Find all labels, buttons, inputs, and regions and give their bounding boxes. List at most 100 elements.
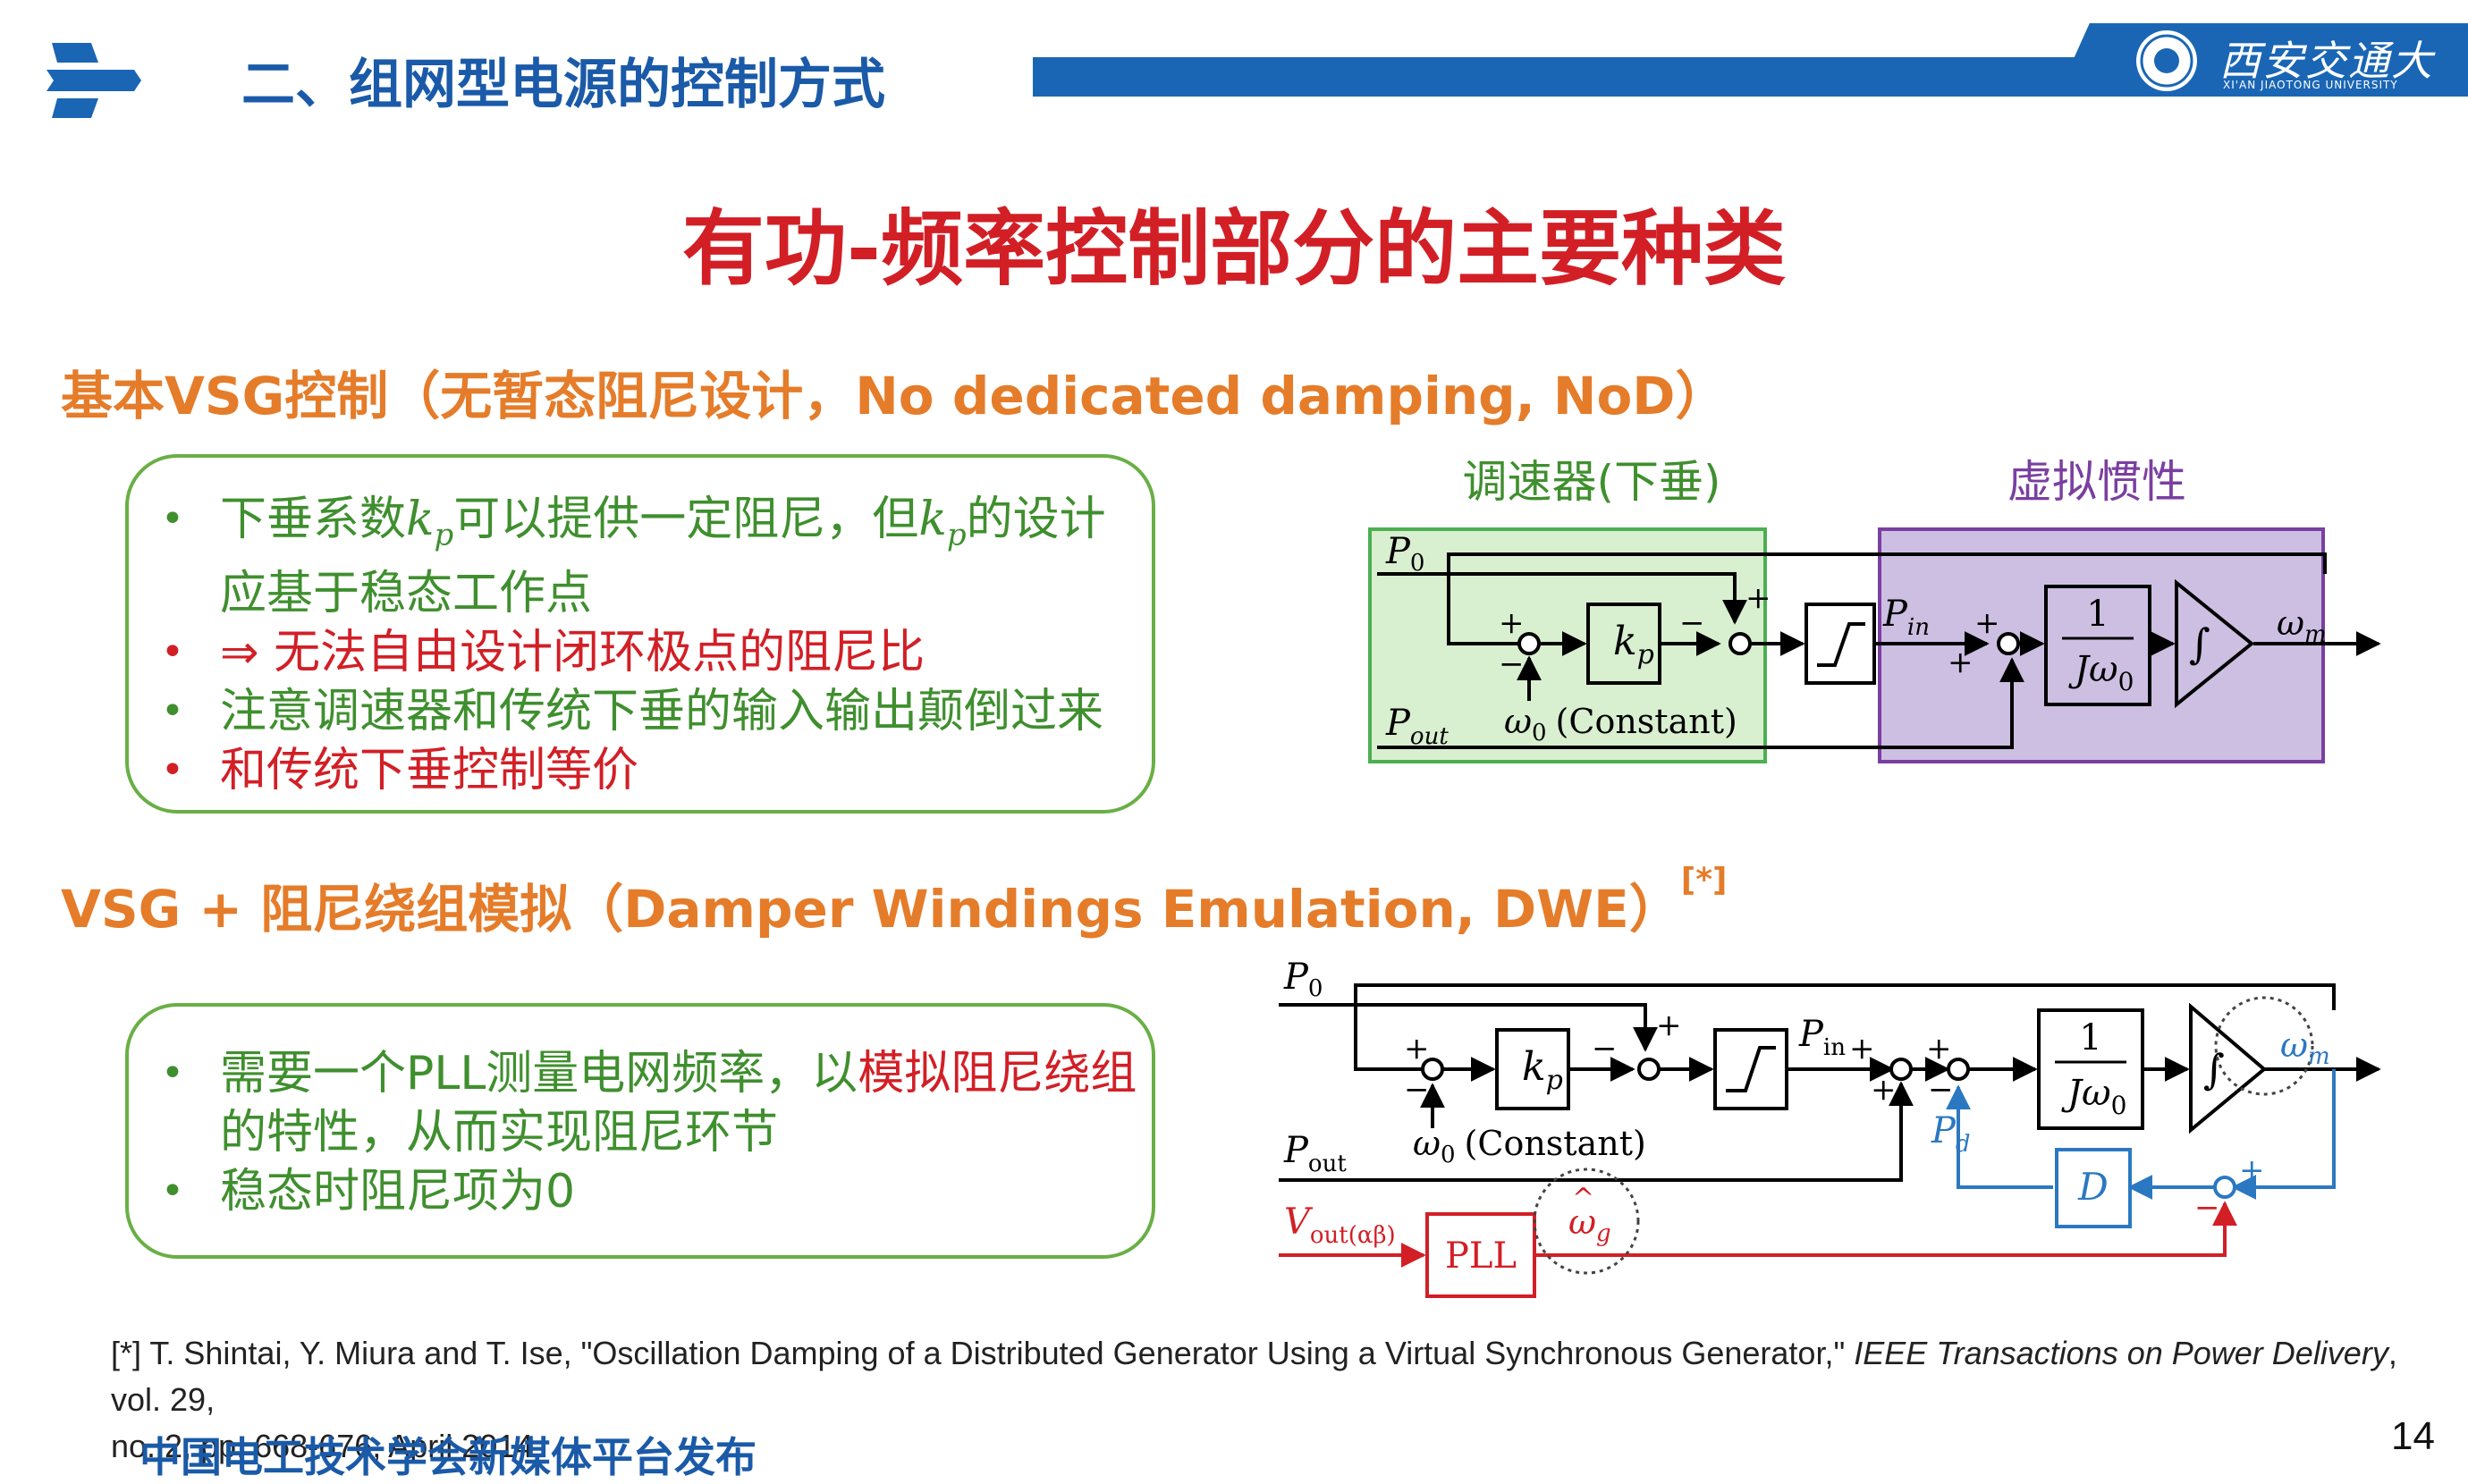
omega-g-highlight: [1533, 1168, 1640, 1275]
sum-junction-3: [1997, 632, 2020, 655]
reference-citation: [*] T. Shintai, Y. Miura and T. Ise, "Os…: [111, 1330, 2400, 1470]
vout-label: Vout(αβ): [1284, 1202, 1396, 1249]
sum-junction-2: [1637, 1058, 1661, 1081]
wire-pout: [1279, 1081, 1914, 1182]
pout-label: Pout: [1385, 703, 1449, 750]
sum-junction-3: [1889, 1058, 1913, 1081]
kp-block-label: kp: [1613, 619, 1654, 670]
sign-minus: −: [1679, 605, 1705, 641]
sum-junction-4: [1947, 1058, 1970, 1081]
integrator-block: [2189, 1002, 2268, 1134]
sum-junction-1: [1517, 632, 1541, 655]
bullet-item: 下垂系数kp可以提供一定阻尼，但kp的设计 应基于稳态工作点: [129, 490, 1152, 623]
d-block: [2055, 1148, 2132, 1228]
main-title: 有功-频率控制部分的主要种类: [681, 201, 1787, 297]
omega0-label: ω0(Constant): [1413, 1124, 1646, 1168]
integrator-symbol: ∫: [2189, 620, 2210, 668]
sum-junction-2: [1728, 632, 1752, 655]
footer-publisher: 中国电工技术学会新媒体平台发布: [139, 1433, 756, 1481]
reference-text: , vol. 29,: [111, 1335, 2397, 1418]
wire-p0: [1377, 552, 2327, 576]
sign-minus: −: [1499, 646, 1525, 682]
pll-block: [1425, 1212, 1536, 1298]
section2-title: VSG + 阻尼绕组模拟（Damper Windings Emulation, …: [61, 862, 1728, 942]
wire-omega-m-feedback: [2231, 1069, 2336, 1200]
section1-title: 基本VSG控制（无暂态阻尼设计，No dedicated damping, No…: [61, 366, 1728, 426]
wire-d-sum4: [1946, 1084, 2053, 1189]
reference-mark: [*]: [1680, 862, 1728, 898]
integrator-block: [2175, 578, 2255, 709]
bullet-text: 可以提供一定阻尼，但: [453, 493, 919, 546]
university-logo: [2126, 27, 2207, 95]
bullet-text: ⇒ 无法自由设计闭环极点的阻尼比: [220, 626, 926, 680]
pll-block-label: PLL: [1445, 1235, 1517, 1277]
p0-label: P0: [1283, 957, 1323, 1002]
section1-bullet-list: 下垂系数kp可以提供一定阻尼，但kp的设计 应基于稳态工作点 ⇒ 无法自由设计闭…: [129, 490, 1152, 800]
tf-numerator: 1: [2079, 1017, 2101, 1058]
sign-plus: +: [1849, 1031, 1875, 1067]
kp-block: [1495, 1028, 1570, 1110]
university-name-cn: 西安交通大学: [2219, 37, 2434, 144]
inertia-label: 虚拟惯性: [2007, 456, 2186, 508]
wire-p0-down: [1354, 1005, 1424, 1071]
bullet-item: 和传统下垂控制等价: [129, 741, 1152, 800]
omega-m-label: ωm: [2280, 1025, 2330, 1070]
pin-label: Pin: [1798, 1014, 1846, 1061]
transfer-function-block: [2044, 585, 2151, 706]
sign-plus: +: [1871, 1072, 1897, 1108]
omega0-label: ω0(Constant): [1504, 702, 1737, 746]
kp-block: [1586, 603, 1661, 685]
sign-minus: −: [1592, 1031, 1618, 1067]
diagram-basic-vsg: 调速器(下垂) 虚拟惯性 kp 1 Jω0 ∫ P0 Pout ω0(Const…: [1368, 456, 2381, 763]
sign-plus: +: [2239, 1152, 2265, 1188]
wire-p0: [1279, 983, 2336, 1010]
diagram-vsg-dwe: kp 1 Jω0 ∫ D PLL P0 Pout Vout(αβ) ω0(Con…: [1279, 957, 2381, 1298]
sign-minus: −: [2194, 1190, 2220, 1226]
wire-p0-to-sum2: [1356, 1003, 1658, 1052]
header-logo-mark: [46, 43, 141, 118]
bullet-text: 的特性，从而实现阻尼环节: [220, 1106, 779, 1159]
sign-minus: −: [1928, 1072, 1954, 1108]
bullet-item: ⇒ 无法自由设计闭环极点的阻尼比: [129, 623, 1152, 682]
bullet-text: 的设计: [966, 493, 1106, 546]
omega-m-label: ωm: [2277, 603, 2327, 648]
bullet-text: 需要一个PLL测量电网频率，以: [220, 1047, 858, 1100]
omega-g-hat: ^: [1572, 1183, 1594, 1214]
kp-symbol: kp: [406, 493, 454, 553]
sign-plus: +: [1404, 1031, 1430, 1067]
bullet-highlight: 模拟阻尼绕组: [858, 1047, 1137, 1100]
page-number: 14: [2391, 1414, 2435, 1458]
p0-label: P0: [1385, 531, 1424, 577]
governor-label: 调速器(下垂): [1462, 456, 1720, 508]
university-seal-icon: [2136, 30, 2197, 91]
bullet-text: 注意调速器和传统下垂的输入输出颠倒过来: [220, 685, 1104, 739]
section2-bullet-list: 需要一个PLL测量电网频率，以模拟阻尼绕组 的特性，从而实现阻尼环节 稳态时阻尼…: [129, 1044, 1152, 1221]
pd-label: Pd: [1931, 1110, 1971, 1158]
omega-m-highlight: [2214, 996, 2314, 1096]
sign-plus: +: [1499, 605, 1525, 641]
integrator-symbol: ∫: [2203, 1045, 2225, 1093]
sign-minus: −: [1404, 1072, 1430, 1108]
sign-plus: +: [1974, 605, 2000, 641]
sum-junction-5: [2213, 1176, 2236, 1199]
pin-label: Pin: [1882, 594, 1930, 641]
sign-plus: +: [1948, 645, 1974, 680]
section2-title-text: VSG + 阻尼绕组模拟（Damper Windings Emulation, …: [61, 879, 1681, 940]
tf-numerator: 1: [2086, 594, 2109, 635]
reference-text: no. 2, pp. 668-676, April 2014.: [111, 1428, 543, 1464]
sign-plus: +: [1926, 1031, 1952, 1067]
sum-junction-1: [1421, 1058, 1444, 1081]
tf-denominator: Jω0: [2061, 1073, 2126, 1120]
sign-plus: +: [1745, 580, 1771, 616]
bullet-text: 应基于稳态工作点: [220, 567, 593, 621]
sign-plus: +: [1656, 1008, 1682, 1043]
header-bar-notch: [2057, 23, 2468, 97]
reference-text: [*] T. Shintai, Y. Miura and T. Ise, "Os…: [111, 1335, 1855, 1371]
tf-denominator: Jω0: [2068, 649, 2134, 696]
section2-bullet-box: 需要一个PLL测量电网频率，以模拟阻尼绕组 的特性，从而实现阻尼环节 稳态时阻尼…: [125, 1003, 1155, 1259]
limiter-block: [1805, 603, 1876, 685]
wire-p0-down: [1447, 574, 1520, 645]
transfer-function-block: [2037, 1008, 2144, 1130]
pout-label: Pout: [1283, 1130, 1347, 1177]
d-block-label: D: [2077, 1165, 2109, 1209]
